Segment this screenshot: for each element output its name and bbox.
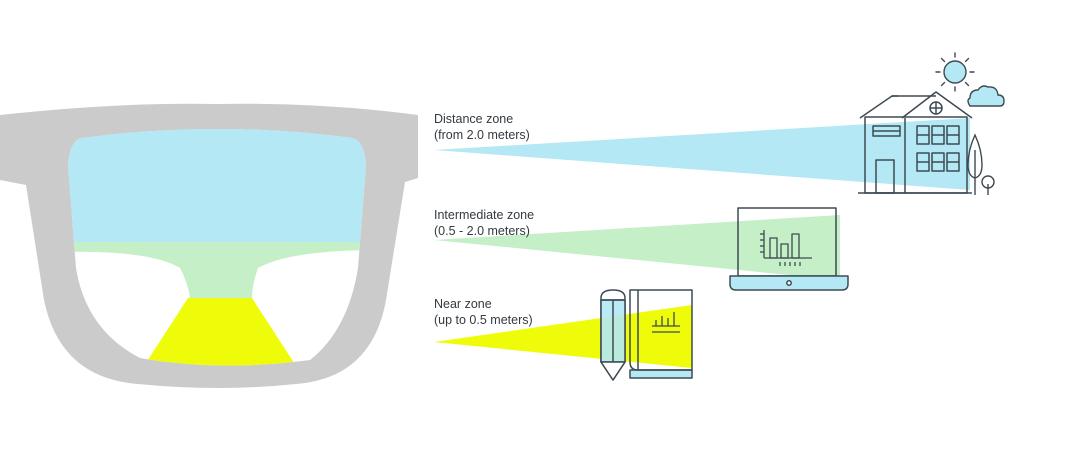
sun-icon: [935, 52, 975, 92]
near-zone-title: Near zone: [434, 297, 492, 311]
book-icon: [629, 289, 693, 379]
distance-zone-title: Distance zone: [434, 112, 514, 126]
lens-near-area: [140, 298, 300, 366]
near-zone-range: (up to 0.5 meters): [434, 313, 533, 327]
intermediate-zone-label: Intermediate zone (0.5 - 2.0 meters): [434, 207, 534, 239]
lens-intermediate-corridor: [68, 242, 366, 298]
cloud-icon: [967, 85, 1005, 107]
intermediate-zone-title: Intermediate zone: [434, 208, 535, 222]
house-icon: [858, 91, 973, 194]
intermediate-zone-range: (0.5 - 2.0 meters): [434, 224, 530, 238]
pencil-icon: [600, 289, 626, 381]
distance-zone-label: Distance zone (from 2.0 meters): [434, 111, 530, 143]
distance-zone-range: (from 2.0 meters): [434, 128, 530, 142]
laptop-icon: [729, 207, 849, 291]
near-beam: [434, 305, 692, 368]
near-zone-label: Near zone (up to 0.5 meters): [434, 296, 533, 328]
distance-beam: [434, 118, 970, 190]
glasses-lens-icon: [0, 103, 418, 388]
tree-icon: [967, 133, 995, 195]
lens-distance-area: [68, 129, 366, 242]
